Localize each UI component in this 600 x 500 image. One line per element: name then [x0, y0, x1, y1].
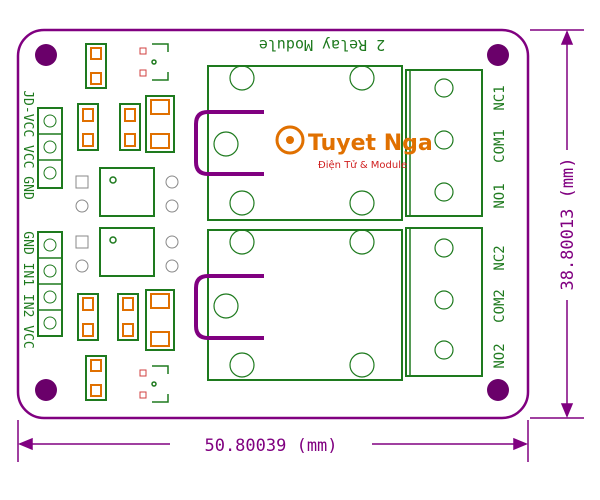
dimension-width — [17, 420, 529, 462]
board-outline — [16, 28, 530, 420]
label-com1: COM1 — [492, 129, 508, 163]
brand-name: Tuyet Nga — [308, 131, 433, 156]
mounting-hole-bottom-right — [487, 379, 509, 401]
smd-components — [77, 43, 175, 401]
label-no2: NO2 — [492, 343, 508, 368]
smd-pads — [82, 47, 170, 397]
label-nc2: NC2 — [492, 245, 508, 270]
mounting-hole-top-left — [35, 44, 57, 66]
brand-logo-icon — [275, 125, 305, 155]
brand-tagline: Điện Tử & Module — [318, 159, 407, 171]
label-no1: NO1 — [492, 183, 508, 208]
dimension-width-label: 50.80039 (mm) — [204, 436, 337, 456]
dimension-height — [530, 29, 584, 419]
header-bottom-label: GND IN1 IN2 VCC — [20, 231, 35, 348]
watermark: Tuyet Nga Điện Tử & Module — [275, 125, 433, 171]
through-holes — [75, 175, 179, 273]
relay-1 — [194, 65, 403, 221]
header-top — [37, 107, 63, 189]
led-footprints — [139, 47, 147, 399]
mounting-holes — [35, 44, 509, 401]
dimension-height-label: 38.80013 (mm) — [558, 157, 578, 290]
header-bottom — [37, 231, 63, 337]
header-top-label: JD-VCC VCC GND — [20, 90, 35, 200]
mounting-hole-top-right — [487, 44, 509, 66]
terminal-block-1 — [405, 69, 483, 217]
optocoupler-2 — [99, 227, 155, 277]
optocoupler-1 — [99, 167, 155, 217]
relay-2 — [194, 229, 403, 381]
label-com2: COM2 — [492, 289, 508, 323]
led-outlines — [151, 43, 169, 403]
label-nc1: NC1 — [492, 85, 508, 110]
mounting-hole-bottom-left — [35, 379, 57, 401]
board-title: 2 Relay Module — [259, 36, 385, 54]
terminal-block-2 — [405, 227, 483, 377]
